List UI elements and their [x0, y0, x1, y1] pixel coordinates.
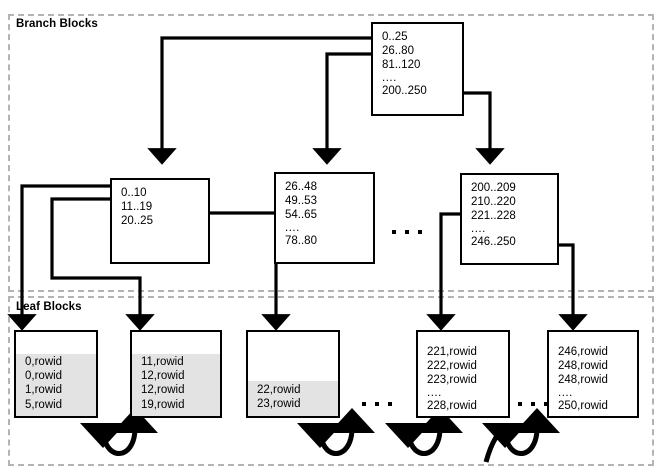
leaf-block-5[interactable]: 246,rowid 248,rowid 248,rowid .... 250,r… [547, 330, 639, 418]
branch-level-ellipsis [392, 230, 422, 234]
leaf4-entry-0: 221,rowid [427, 346, 477, 358]
branch-left-entry-1: 11..19 [121, 201, 153, 214]
branch-right-ellipsis: .... [471, 222, 486, 235]
branch-blocks-region [8, 14, 654, 292]
leaf1-entry-2: 1,rowid [25, 384, 63, 397]
leaf4-ellipsis: .... [427, 386, 442, 399]
branch-left-entry-2: 20..25 [121, 215, 153, 228]
leaf-block-4[interactable]: 221,rowid 222,rowid 223,rowid .... 228,r… [416, 330, 510, 418]
branch-left-entry-0: 0..10 [121, 187, 147, 199]
branch-right-entry-0: 200..209 [471, 182, 516, 194]
leaf4-last-entry: 228,rowid [427, 399, 477, 412]
branch-blocks-label: Branch Blocks [16, 18, 98, 30]
root-entry-1: 26..80 [382, 45, 414, 58]
leaf2-entry-1: 12,rowid [141, 370, 185, 383]
leaf4-entry-1: 222,rowid [427, 360, 477, 373]
leaf-level-ellipsis-right [518, 402, 548, 406]
leaf5-last-entry: 250,rowid [558, 399, 608, 412]
leaf-block-3[interactable]: 22,rowid 23,rowid [246, 330, 340, 418]
leaf1-entry-1: 0,rowid [25, 370, 63, 383]
branch-middle-entry-0: 26..48 [285, 181, 317, 193]
branch-middle-entry-2: 54..65 [285, 209, 317, 222]
leaf3-entry-0: 22,rowid [257, 384, 301, 396]
leaf4-entry-2: 223,rowid [427, 374, 477, 387]
leaf5-entry-0: 246,rowid [558, 346, 608, 358]
root-entry-2: 81..120 [382, 59, 421, 72]
branch-block-middle[interactable]: 26..48 49..53 54..65 .... 78..80 [274, 172, 375, 264]
root-ellipsis: .... [382, 71, 397, 84]
leaf1-entry-3: 5,rowid [25, 398, 63, 411]
leaf2-entry-2: 12,rowid [141, 384, 185, 397]
leaf-blocks-label: Leaf Blocks [16, 301, 82, 313]
root-entry-0: 0..25 [382, 31, 408, 43]
leaf-block-1[interactable]: 0,rowid 0,rowid 1,rowid 5,rowid [14, 330, 98, 418]
leaf3-entry-1: 23,rowid [257, 398, 301, 411]
branch-middle-ellipsis: .... [285, 221, 300, 234]
branch-right-last-entry: 246..250 [471, 235, 516, 248]
leaf2-entry-0: 11,rowid [141, 356, 184, 368]
leaf1-entry-0: 0,rowid [25, 356, 63, 368]
branch-middle-entry-1: 49..53 [285, 195, 317, 208]
leaf5-entry-2: 248,rowid [558, 374, 608, 387]
root-block[interactable]: 0..25 26..80 81..120 .... 200..250 [371, 22, 464, 116]
leaf-block-2[interactable]: 11,rowid 12,rowid 12,rowid 19,rowid [130, 330, 222, 418]
branch-right-entry-2: 221..228 [471, 210, 516, 223]
leaf5-entry-1: 248,rowid [558, 360, 608, 373]
branch-block-right[interactable]: 200..209 210..220 221..228 .... 246..250 [460, 173, 559, 265]
branch-middle-last-entry: 78..80 [285, 234, 317, 247]
leaf2-entry-3: 19,rowid [141, 398, 185, 411]
branch-block-left[interactable]: 0..10 11..19 20..25 [110, 178, 210, 264]
leaf-blocks-region [8, 296, 654, 466]
leaf5-ellipsis: .... [558, 386, 573, 399]
leaf-level-ellipsis-left [362, 402, 392, 406]
branch-right-entry-1: 210..220 [471, 196, 516, 209]
root-last-entry: 200..250 [382, 84, 427, 97]
